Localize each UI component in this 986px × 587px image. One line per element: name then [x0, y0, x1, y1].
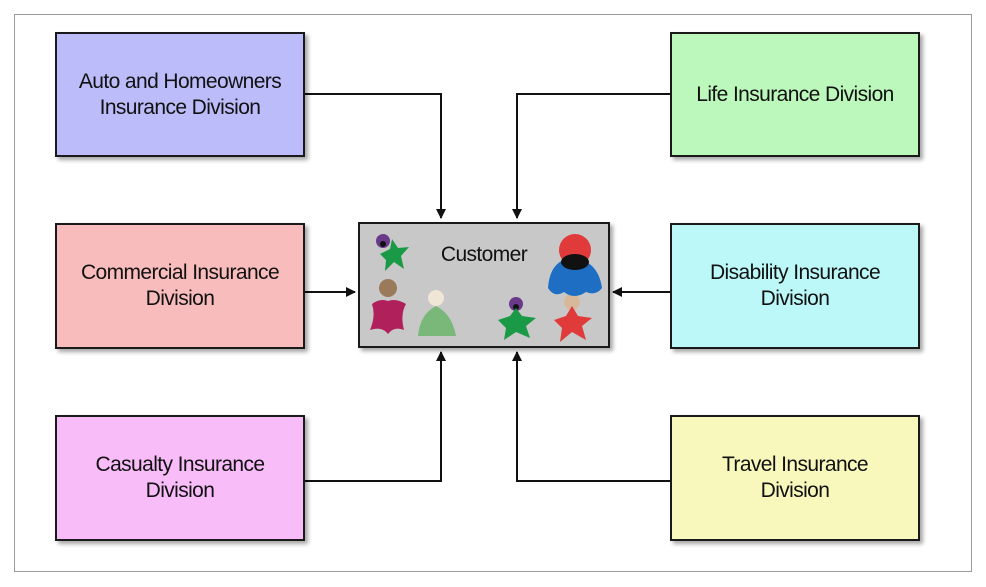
customer-box: Customer — [358, 222, 610, 348]
casualty-division-box: Casualty Insurance Division — [55, 415, 305, 541]
customer-label: Customer — [440, 243, 528, 266]
life-division-box: Life Insurance Division — [670, 32, 920, 157]
travel-division-label: Travel Insurance Division — [721, 453, 869, 502]
person-figure-icon — [498, 297, 536, 340]
person-figure-icon — [376, 234, 409, 271]
auto-homeowners-division-box: Auto and Homeowners Insurance Division — [55, 32, 305, 157]
casualty-division-label: Casualty Insurance Division — [95, 453, 266, 502]
commercial-division-label: Commercial Insurance Division — [80, 261, 280, 310]
auto-homeowners-division-label: Auto and Homeowners Insurance Division — [78, 69, 282, 119]
person-figure-icon — [554, 294, 592, 342]
life-division-label: Life Insurance Division — [696, 82, 894, 106]
arrow-travel-to-customer — [512, 351, 670, 482]
customer-figures-illustration — [370, 234, 602, 342]
person-figure-icon — [548, 234, 602, 296]
arrow-life-to-customer — [512, 93, 670, 219]
arrow-auto-to-customer — [305, 93, 446, 219]
disability-division-label: Disability Insurance Division — [709, 261, 881, 310]
travel-division-box: Travel Insurance Division — [670, 415, 920, 541]
commercial-division-box: Commercial Insurance Division — [55, 223, 305, 349]
person-figure-icon — [370, 279, 406, 334]
disability-division-box: Disability Insurance Division — [670, 223, 920, 349]
arrow-casualty-to-customer — [305, 351, 446, 482]
person-figure-icon — [418, 290, 456, 336]
